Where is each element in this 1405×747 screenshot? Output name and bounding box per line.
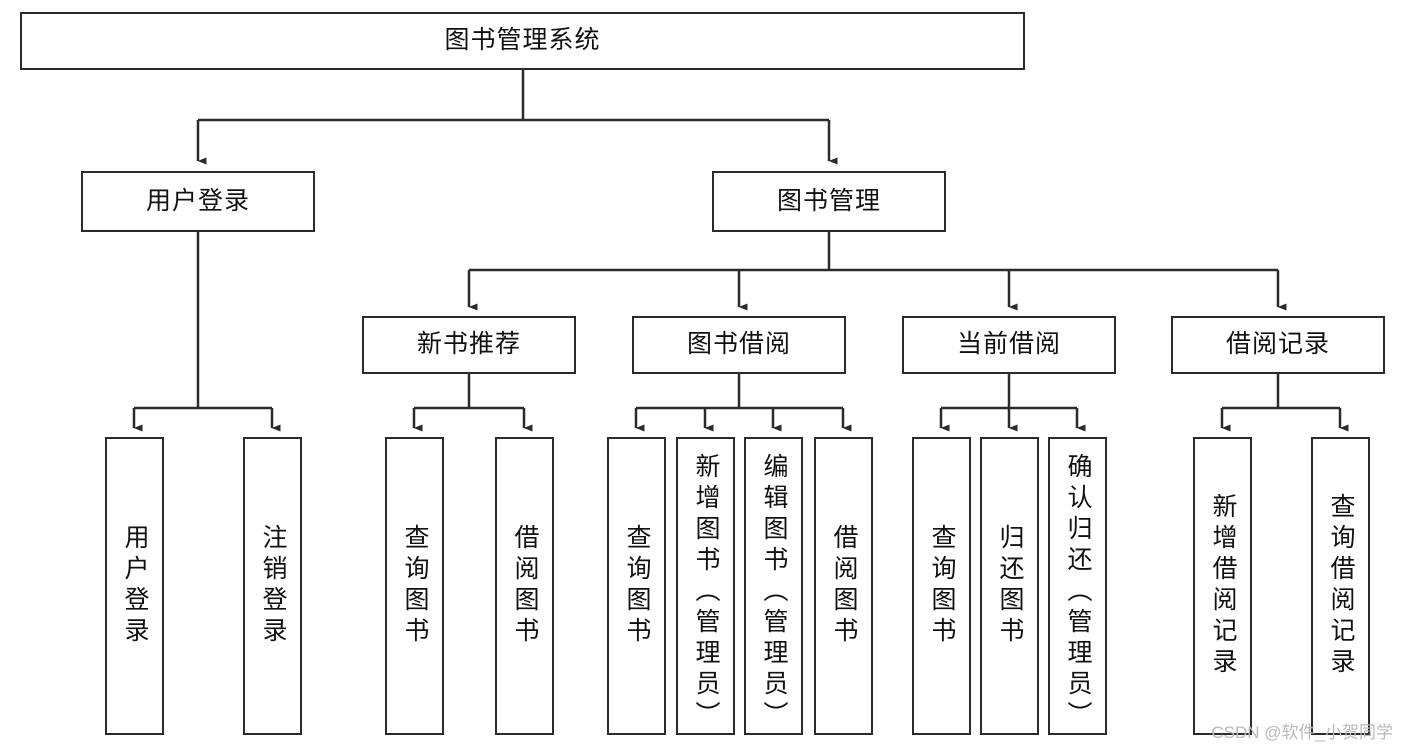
edge-root-to-level2 bbox=[196, 70, 838, 165]
node-borrow-record-label: 借阅记录 bbox=[1225, 330, 1330, 359]
node-current-borrow-label: 当前借阅 bbox=[956, 330, 1061, 359]
node-book-borrow[interactable]: 图书借阅 bbox=[632, 316, 846, 374]
node-leaf-add-record-label: 新增借阅记录 bbox=[1209, 493, 1237, 679]
node-leaf-add-book-label: 新增图书（管理员） bbox=[692, 453, 720, 732]
node-leaf-query-book-1[interactable]: 查询图书 bbox=[385, 437, 444, 735]
edge-user-login-to-leaves bbox=[132, 232, 281, 432]
node-book-manage[interactable]: 图书管理 bbox=[712, 171, 946, 232]
edge-borrow-record-to-leaves bbox=[1220, 374, 1349, 432]
node-leaf-borrow-book-2[interactable]: 借阅图书 bbox=[814, 437, 873, 735]
node-borrow-record[interactable]: 借阅记录 bbox=[1171, 316, 1385, 374]
node-leaf-borrow-book-2-label: 借阅图书 bbox=[830, 524, 858, 648]
node-leaf-edit-book[interactable]: 编辑图书（管理员） bbox=[744, 437, 803, 735]
node-book-manage-label: 图书管理 bbox=[776, 186, 881, 215]
node-leaf-borrow-book-1[interactable]: 借阅图书 bbox=[495, 437, 554, 735]
node-user-login-label: 用户登录 bbox=[145, 186, 250, 215]
node-leaf-query-book-3-label: 查询图书 bbox=[928, 524, 956, 648]
node-leaf-query-record-label: 查询借阅记录 bbox=[1327, 493, 1355, 679]
node-leaf-add-book[interactable]: 新增图书（管理员） bbox=[676, 437, 735, 735]
node-leaf-user-login-label: 用户登录 bbox=[121, 524, 149, 648]
node-leaf-query-book-2[interactable]: 查询图书 bbox=[607, 437, 666, 735]
edge-new-book-recommend-to-leaves bbox=[412, 374, 533, 432]
node-leaf-borrow-book-1-label: 借阅图书 bbox=[511, 524, 539, 648]
node-leaf-query-record[interactable]: 查询借阅记录 bbox=[1311, 437, 1370, 735]
edge-current-borrow-to-leaves bbox=[939, 374, 1086, 432]
node-user-login[interactable]: 用户登录 bbox=[81, 171, 315, 232]
edge-book-borrow-to-leaves bbox=[634, 374, 852, 432]
node-current-borrow[interactable]: 当前借阅 bbox=[902, 316, 1116, 374]
node-leaf-user-login[interactable]: 用户登录 bbox=[105, 437, 164, 735]
csdn-watermark: CSDN @软件_小贺同学 bbox=[1211, 723, 1393, 742]
node-leaf-logout-login[interactable]: 注销登录 bbox=[243, 437, 302, 735]
node-book-borrow-label: 图书借阅 bbox=[686, 330, 791, 359]
node-leaf-query-book-2-label: 查询图书 bbox=[623, 524, 651, 648]
node-root-book-management-system[interactable]: 图书管理系统 bbox=[20, 12, 1025, 70]
node-new-book-recommend-label: 新书推荐 bbox=[416, 330, 521, 359]
node-leaf-return-book-label: 归还图书 bbox=[996, 524, 1024, 648]
node-leaf-confirm-return-label: 确认归还（管理员） bbox=[1064, 453, 1092, 732]
node-leaf-add-record[interactable]: 新增借阅记录 bbox=[1193, 437, 1252, 735]
node-leaf-edit-book-label: 编辑图书（管理员） bbox=[760, 453, 788, 732]
node-leaf-query-book-3[interactable]: 查询图书 bbox=[912, 437, 971, 735]
node-leaf-return-book[interactable]: 归还图书 bbox=[980, 437, 1039, 735]
edge-book-manage-to-level3 bbox=[467, 232, 1287, 311]
node-leaf-query-book-1-label: 查询图书 bbox=[401, 524, 429, 648]
node-new-book-recommend[interactable]: 新书推荐 bbox=[362, 316, 576, 374]
node-root-label: 图书管理系统 bbox=[444, 26, 601, 55]
node-leaf-confirm-return[interactable]: 确认归还（管理员） bbox=[1048, 437, 1107, 735]
node-leaf-logout-login-label: 注销登录 bbox=[259, 524, 287, 648]
